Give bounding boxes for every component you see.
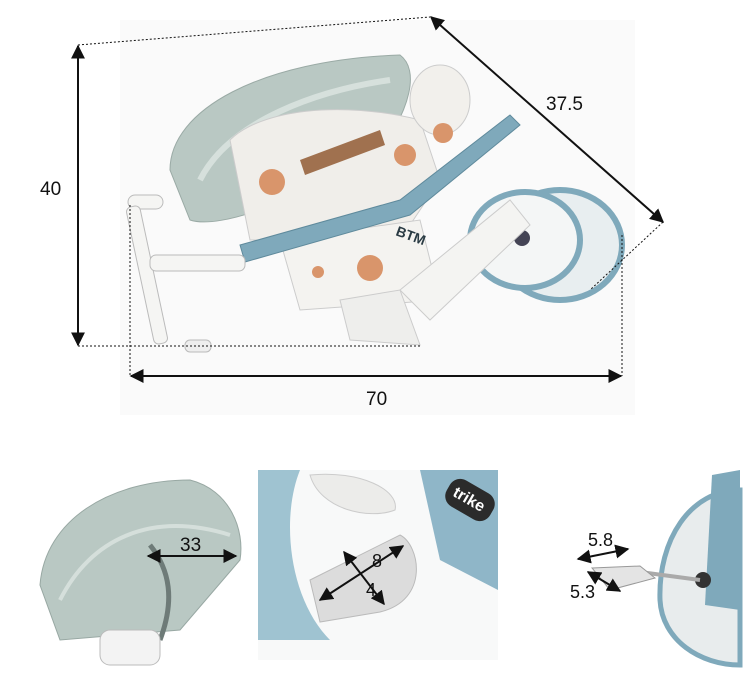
canopy-detail-image — [39, 479, 242, 666]
folded-tricycle-image: BTM — [120, 20, 635, 415]
pedal-length-label: 5.8 — [588, 530, 613, 550]
pedal-detail-image — [576, 470, 743, 668]
height-dimension-label: 40 — [40, 179, 61, 200]
footrest-width-label: 4 — [366, 580, 376, 600]
footrest-detail-image: trike — [258, 470, 498, 660]
dimension-lines — [71, 16, 665, 383]
footrest-length-label: 8 — [372, 551, 382, 571]
pedal-width-label: 5.3 — [570, 582, 595, 602]
depth-dimension-label: 37.5 — [546, 94, 583, 115]
width-dimension-label: 70 — [366, 389, 387, 410]
canopy-width-label: 33 — [180, 535, 201, 556]
